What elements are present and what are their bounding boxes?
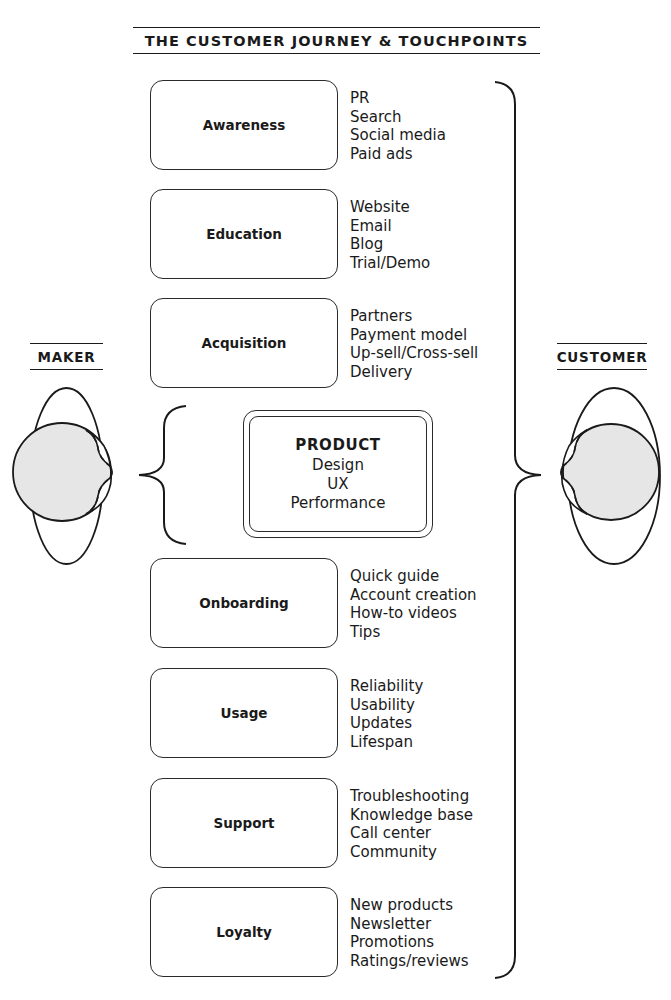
touchpoint: Account creation	[350, 586, 477, 604]
touchpoint: Blog	[350, 235, 383, 253]
touchpoint: Social media	[350, 126, 446, 144]
product-aspect: Design	[312, 456, 364, 475]
touchpoint: Promotions	[350, 933, 434, 951]
stage-box: Acquisition	[150, 298, 338, 388]
stage-box: Onboarding	[150, 558, 338, 648]
product-box: PRODUCT DesignUXPerformance	[243, 410, 433, 538]
touchpoint: Ratings/reviews	[350, 952, 469, 970]
maker-head	[13, 423, 111, 521]
touchpoint: Email	[350, 217, 392, 235]
touchpoint: Community	[350, 843, 437, 861]
product-aspect: UX	[327, 475, 348, 494]
stage-box: Awareness	[150, 80, 338, 170]
product-aspect: Performance	[290, 494, 385, 513]
touchpoint: Reliability	[350, 677, 423, 695]
touchpoint: How-to videos	[350, 604, 457, 622]
figure-label: CUSTOMER	[557, 343, 647, 370]
product-brace	[139, 406, 186, 544]
customer-face	[561, 430, 587, 514]
figure-label: MAKER	[30, 343, 103, 370]
touchpoint: Search	[350, 108, 402, 126]
diagram-title: THE CUSTOMER JOURNEY & TOUCHPOINTS	[133, 27, 540, 54]
stage-name: Education	[206, 226, 282, 242]
stage-box: Education	[150, 189, 338, 279]
stage-name: Awareness	[203, 117, 286, 133]
stage-box: Loyalty	[150, 887, 338, 977]
touchpoint: PR	[350, 89, 369, 107]
product-heading: PRODUCT	[295, 436, 380, 454]
touchpoint: Paid ads	[350, 145, 413, 163]
stage-name: Support	[213, 815, 274, 831]
inner-frame	[249, 416, 427, 532]
customer-hairline	[561, 430, 587, 514]
stage-box: Support	[150, 778, 338, 868]
stage-name: Loyalty	[216, 924, 272, 940]
stage-name: Acquisition	[202, 335, 287, 351]
maker-face	[86, 430, 112, 514]
stage-name: Usage	[221, 705, 268, 721]
touchpoint: Quick guide	[350, 567, 439, 585]
journey-brace	[495, 82, 541, 978]
touchpoint: New products	[350, 896, 453, 914]
touchpoint: Website	[350, 198, 410, 216]
touchpoint: Tips	[350, 623, 380, 641]
touchpoint: Up-sell/Cross-sell	[350, 344, 478, 362]
touchpoint: Call center	[350, 824, 431, 842]
touchpoint: Newsletter	[350, 915, 431, 933]
stage-box: Usage	[150, 668, 338, 758]
touchpoint: Knowledge base	[350, 806, 473, 824]
touchpoint: Payment model	[350, 326, 467, 344]
stage-name: Onboarding	[199, 595, 288, 611]
touchpoint: Trial/Demo	[350, 254, 430, 272]
touchpoint: Usability	[350, 696, 415, 714]
maker-hairline	[86, 430, 112, 514]
touchpoint: Troubleshooting	[350, 787, 469, 805]
touchpoint: Delivery	[350, 363, 412, 381]
touchpoint: Updates	[350, 714, 412, 732]
touchpoint: Lifespan	[350, 733, 413, 751]
touchpoint: Partners	[350, 307, 412, 325]
